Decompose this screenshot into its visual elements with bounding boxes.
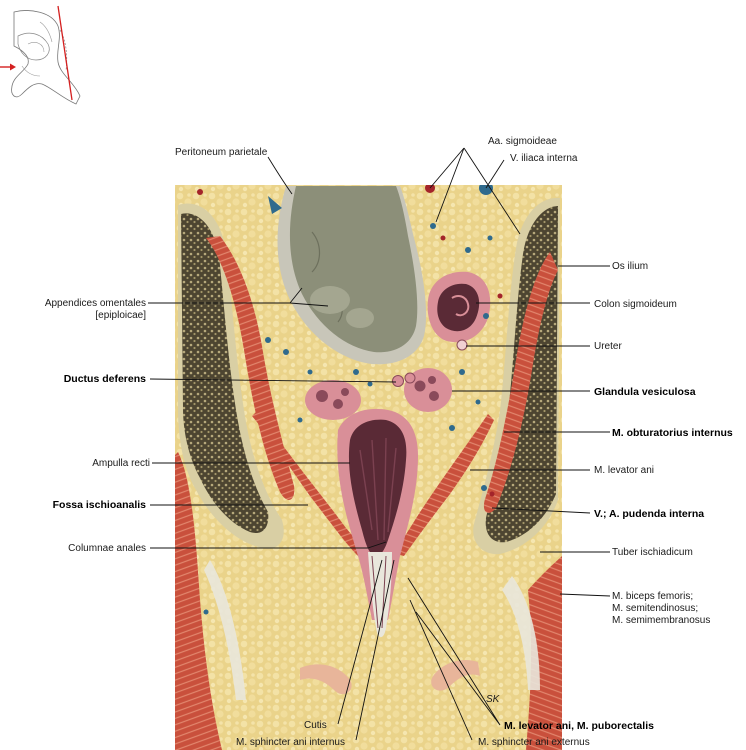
label-tuber-ischiadicum: Tuber ischiadicum xyxy=(612,547,693,558)
label-ampulla-recti: Ampulla recti xyxy=(92,458,150,469)
label-columnae-anales: Columnae anales xyxy=(68,543,146,554)
ductus-deferens-section xyxy=(392,372,416,387)
label-colon-sigmoideum: Colon sigmoideum xyxy=(594,299,677,310)
glandula-vesiculosa-right xyxy=(404,368,452,412)
label-m-sphincter-ani-internus: M. sphincter ani internus xyxy=(236,737,345,748)
ureter-section xyxy=(456,339,468,351)
label-appendices-omentales: Appendices omentales xyxy=(45,298,146,309)
leader-lines xyxy=(148,147,611,741)
label-v-iliaca-interna: V. iliaca interna xyxy=(510,153,578,164)
left-thigh-muscle xyxy=(175,452,222,750)
blood-vessels xyxy=(197,185,503,615)
cutis-fold-left xyxy=(300,664,352,695)
ampulla-recti-lumen xyxy=(348,419,407,556)
orientation-thumbnail xyxy=(0,5,81,105)
glandula-vesiculosa-left xyxy=(305,380,361,420)
label-v-a-pudenda-interna: V.; A. pudenda interna xyxy=(594,508,704,520)
labels: Peritoneum parietale Aa. sigmoideae V. i… xyxy=(45,136,733,748)
label-m-obturatorius-internus: M. obturatorius internus xyxy=(612,427,733,439)
label-glandula-vesiculosa: Glandula vesiculosa xyxy=(594,386,696,398)
label-m-biceps-femoris: M. biceps femoris; xyxy=(612,591,693,602)
label-m-semimembranosus: M. semimembranosus xyxy=(612,615,710,626)
label-aa-sigmoideae: Aa. sigmoideae xyxy=(488,136,557,147)
label-m-sphincter-ani-externus: M. sphincter ani externus xyxy=(478,737,590,748)
label-appendices-epiploicae: [epiploicae] xyxy=(95,310,146,321)
right-m-obturatorius-internus xyxy=(483,252,558,513)
label-peritoneum-parietale: Peritoneum parietale xyxy=(175,147,268,158)
appendices-omentales xyxy=(310,286,350,314)
label-fossa-ischioanalis: Fossa ischioanalis xyxy=(53,499,147,511)
label-ductus-deferens: Ductus deferens xyxy=(64,373,146,385)
label-ureter: Ureter xyxy=(594,341,622,352)
label-m-levator-ani: M. levator ani xyxy=(594,465,654,476)
section-plane-line xyxy=(57,5,73,101)
label-m-semitendinosus: M. semitendinosus; xyxy=(612,603,698,614)
left-m-levator-ani xyxy=(252,410,366,556)
cutis-fold-right xyxy=(431,659,480,691)
right-thigh-muscle xyxy=(526,556,562,750)
anal-canal xyxy=(368,552,392,637)
view-direction-arrow-icon xyxy=(0,63,16,71)
left-os-ilium xyxy=(181,213,269,534)
label-m-levator-ani-puborectalis: M. levator ani, M. puborectalis xyxy=(504,720,654,732)
label-os-ilium: Os ilium xyxy=(612,261,648,272)
right-m-levator-ani xyxy=(396,414,494,556)
artist-signature: SK xyxy=(486,694,501,705)
label-cutis: Cutis xyxy=(304,720,327,731)
section-illustration xyxy=(175,185,562,750)
